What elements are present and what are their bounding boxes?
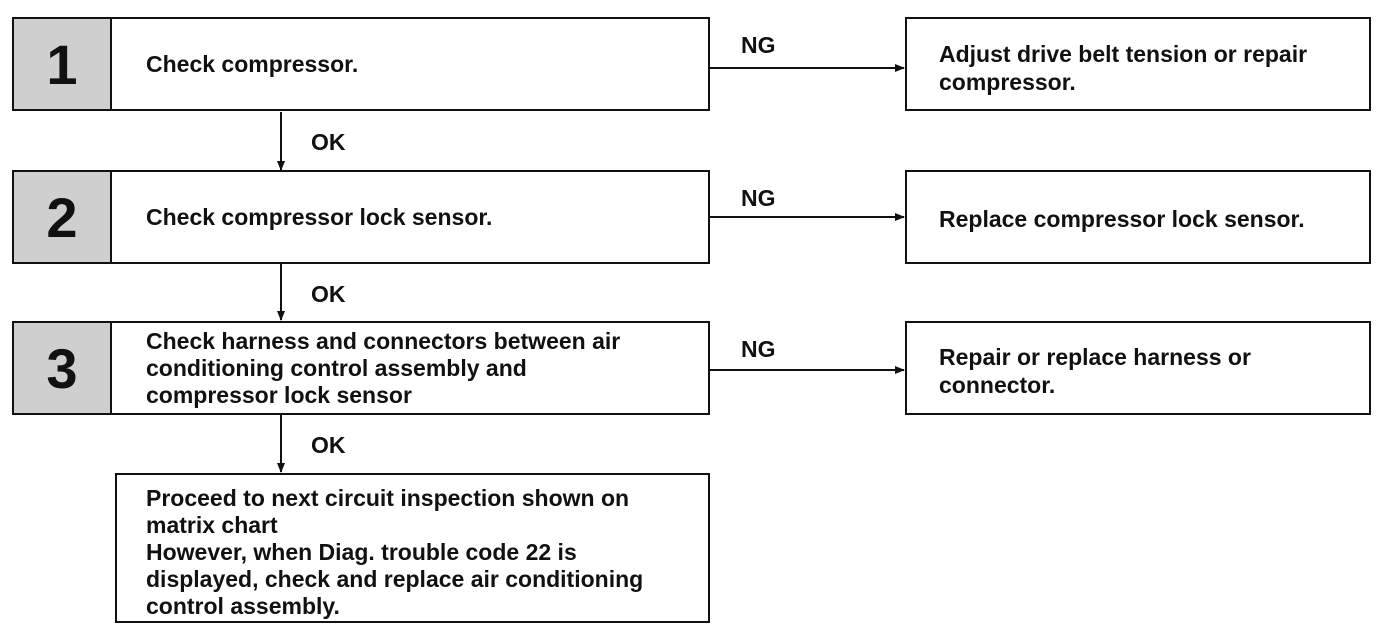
step-text-2: Check compressor lock sensor.	[146, 203, 493, 230]
outcome-text-2: Replace compressor lock sensor.	[939, 206, 1305, 232]
step-text-3: Check harness and connectors between air…	[146, 327, 621, 408]
step-number-1: 1	[14, 19, 112, 109]
outcome-text-3: Repair or replace harness or connector.	[939, 344, 1251, 398]
ng-label-1: NG	[741, 32, 776, 58]
ok-label-2: OK	[311, 281, 346, 307]
step-box-3: 3 Check harness and connectors between a…	[12, 321, 710, 415]
ng-label-2: NG	[741, 185, 776, 211]
step-box-2: 2 Check compressor lock sensor.	[12, 170, 710, 264]
step-box-1: 1 Check compressor.	[12, 17, 710, 111]
ok-label-1: OK	[311, 129, 346, 155]
ng-label-3: NG	[741, 336, 776, 362]
ok-label-3: OK	[311, 432, 346, 458]
step-number-2: 2	[14, 172, 112, 262]
outcome-box-2: Replace compressor lock sensor.	[905, 170, 1371, 264]
outcome-box-3: Repair or replace harness or connector.	[905, 321, 1371, 415]
step-text-1: Check compressor.	[146, 50, 359, 77]
outcome-text-1: Adjust drive belt tension or repair comp…	[939, 41, 1308, 95]
final-box: Proceed to next circuit inspection shown…	[115, 473, 710, 623]
final-text: Proceed to next circuit inspection shown…	[146, 485, 644, 619]
outcome-box-1: Adjust drive belt tension or repair comp…	[905, 17, 1371, 111]
step-number-3: 3	[14, 323, 112, 413]
